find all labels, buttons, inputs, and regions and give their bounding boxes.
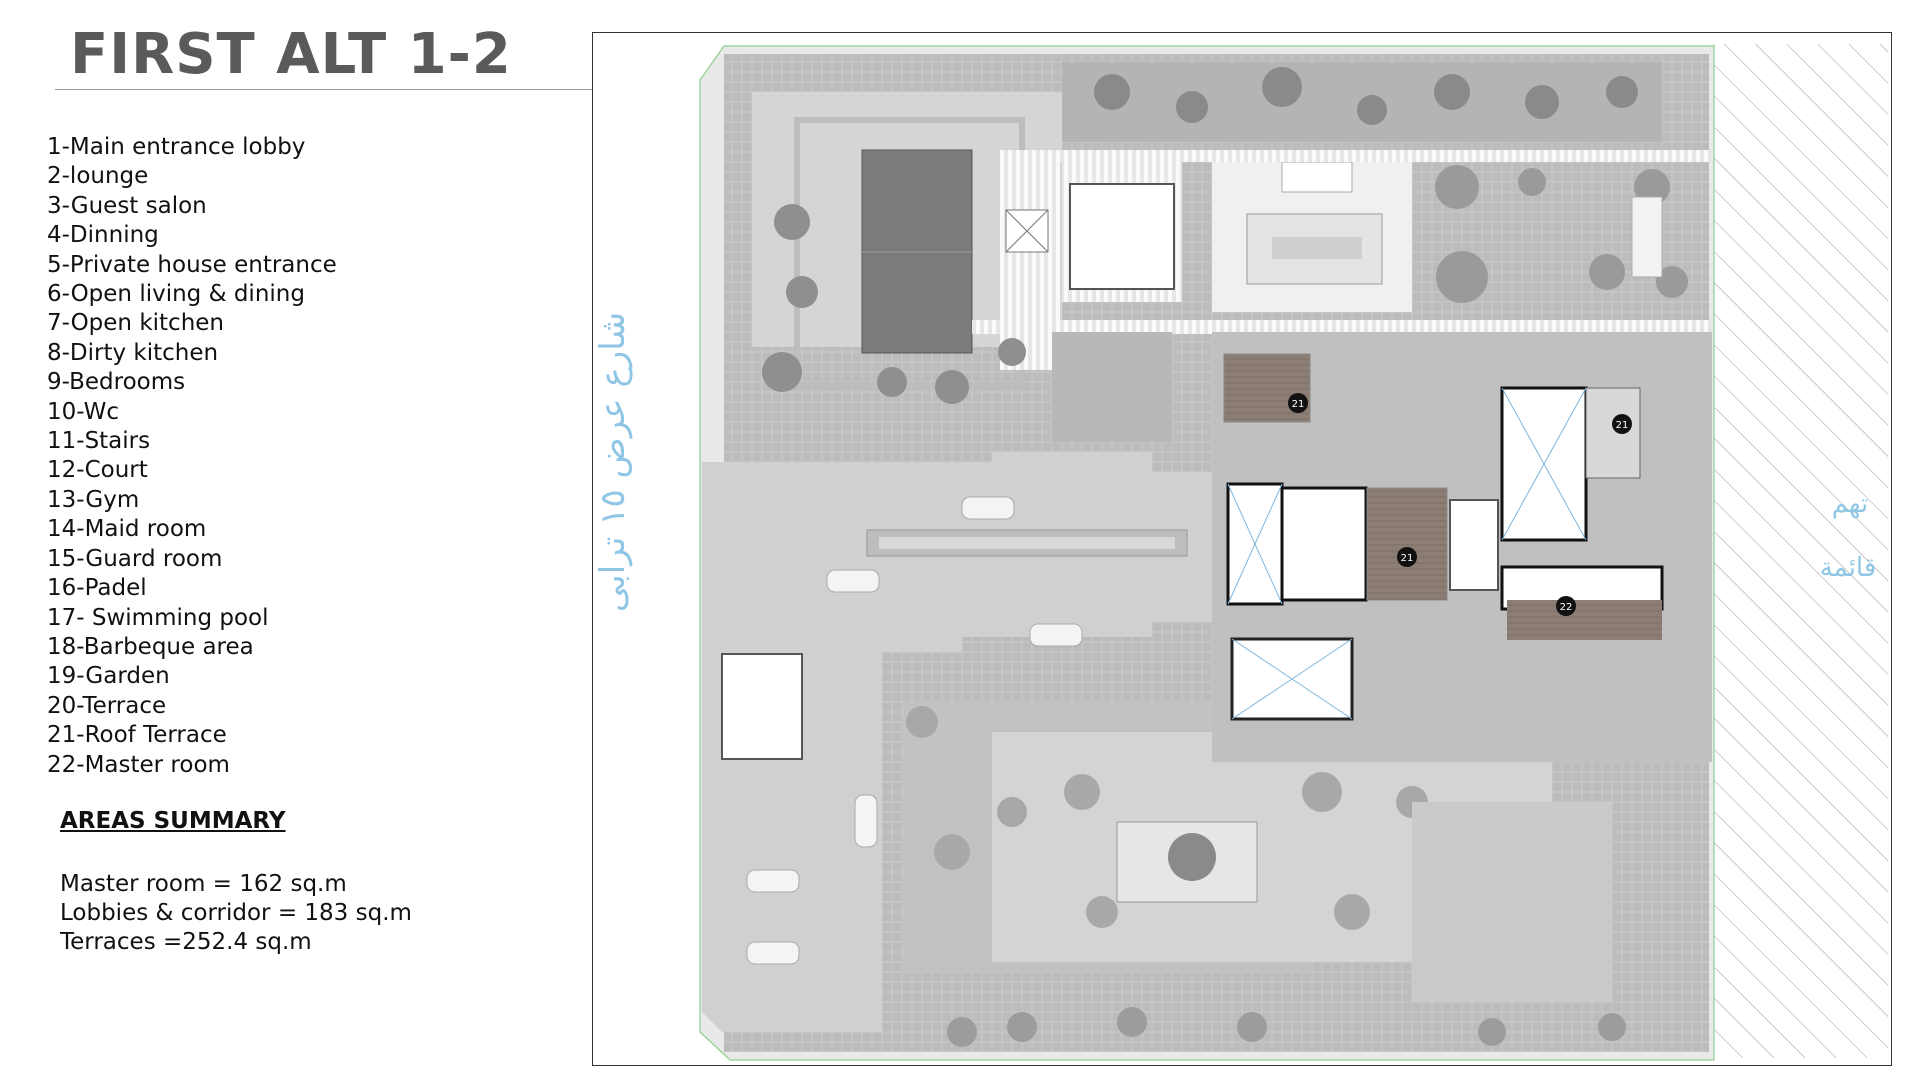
legend-item: 16-Padel bbox=[47, 575, 147, 602]
legend-item: 3-Guest salon bbox=[47, 192, 207, 219]
east-parking bbox=[1412, 802, 1612, 1002]
marker-21-c-label: 21 bbox=[1401, 553, 1414, 564]
areas-summary-heading: AREAS SUMMARY bbox=[60, 808, 286, 834]
roof-terrace-center bbox=[1366, 487, 1448, 601]
legend-item: 2-lounge bbox=[47, 163, 149, 190]
marker-22-label: 22 bbox=[1560, 602, 1573, 613]
neighbour-hatch bbox=[1714, 44, 1888, 1058]
marker-21-a-label: 21 bbox=[1292, 399, 1305, 410]
legend-item: 5-Private house entrance bbox=[47, 251, 337, 278]
legend-item: 22-Master room bbox=[47, 751, 230, 778]
marker-22 bbox=[1556, 596, 1576, 616]
areas-summary-item: Lobbies & corridor = 183 sq.m bbox=[60, 900, 412, 926]
legend-item: 19-Garden bbox=[47, 663, 170, 690]
legend-item: 14-Maid room bbox=[47, 516, 207, 543]
legend-item: 6-Open living & dining bbox=[47, 281, 305, 308]
areas-summary-item: Master room = 162 sq.m bbox=[60, 871, 347, 897]
legend-item: 10-Wc bbox=[47, 398, 120, 425]
legend-item: 15-Guard room bbox=[47, 545, 223, 572]
legend-item: 7-Open kitchen bbox=[47, 310, 224, 337]
legend-item: 11-Stairs bbox=[47, 428, 151, 455]
trees-east bbox=[1435, 165, 1688, 303]
legend-item: 1-Main entrance lobby bbox=[47, 134, 306, 160]
legend-item: 18-Barbeque area bbox=[47, 633, 254, 660]
site-plan: 21 21 21 22 شارع عرض ١٥ ترابى تهم قائمة bbox=[593, 44, 1888, 1061]
garden-mid bbox=[1052, 332, 1172, 442]
marker-21-b bbox=[1612, 414, 1632, 434]
right-label-2: قائمة bbox=[1820, 553, 1877, 583]
villa-plan-west bbox=[1226, 482, 1368, 606]
marker-21-b-label: 21 bbox=[1616, 420, 1629, 431]
barbeque-area bbox=[1281, 161, 1353, 193]
drive-court bbox=[702, 452, 1312, 1032]
title-divider bbox=[55, 89, 595, 90]
plan-markers: 21 21 21 22 bbox=[1288, 393, 1632, 616]
legend-item: 17- Swimming pool bbox=[47, 604, 269, 631]
marker-21-c bbox=[1397, 547, 1417, 567]
areas-summary-item: Terraces =252.4 sq.m bbox=[60, 929, 312, 955]
legend-item: 12-Court bbox=[47, 457, 148, 484]
legend-item: 13-Gym bbox=[47, 486, 140, 513]
street-label: شارع عرض ١٥ ترابى bbox=[593, 312, 633, 612]
page-title: FIRST ALT 1-2 bbox=[70, 22, 512, 87]
trees-north bbox=[1094, 67, 1638, 125]
legend-item: 9-Bedrooms bbox=[47, 369, 186, 396]
legend-item: 8-Dirty kitchen bbox=[47, 339, 219, 366]
marker-21-a bbox=[1288, 393, 1308, 413]
guard-room bbox=[721, 653, 803, 760]
right-label-1: تهم bbox=[1832, 489, 1869, 519]
legend-item: 4-Dinning bbox=[47, 222, 159, 249]
legend-item: 20-Terrace bbox=[47, 692, 167, 719]
legend-item: 21-Roof Terrace bbox=[47, 722, 227, 749]
